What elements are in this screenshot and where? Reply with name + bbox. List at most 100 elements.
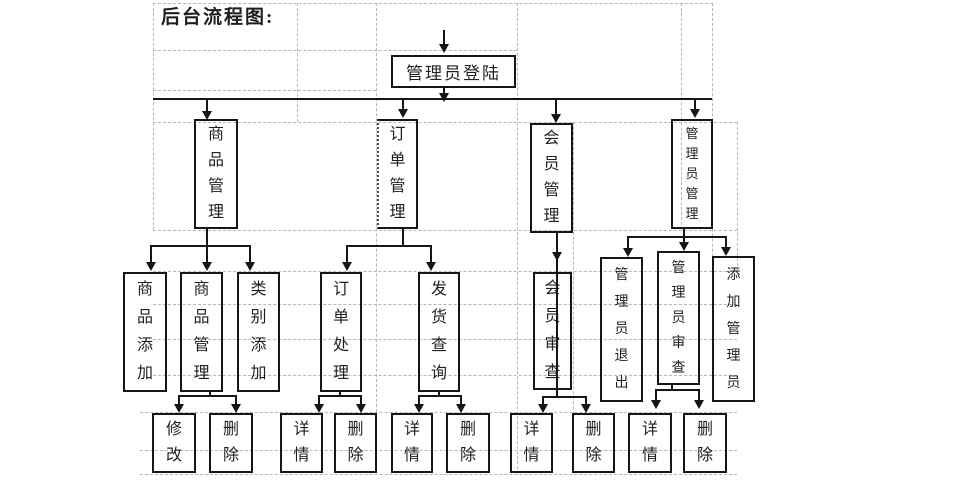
- arrow-down-icon: [552, 252, 562, 261]
- connector-line: [443, 88, 445, 94]
- node-product-manage: 商品管理: [180, 272, 223, 392]
- node-label: 商品管理: [193, 281, 210, 382]
- node-order-process: 订单处理: [320, 272, 362, 392]
- connector-line: [347, 245, 432, 247]
- arrow-down-icon: [202, 262, 212, 271]
- node-product-add: 商品添加: [123, 272, 167, 392]
- connector-line: [319, 395, 362, 397]
- node-delete-3: 删除: [446, 413, 490, 473]
- arrow-down-icon: [690, 109, 700, 118]
- connector-line: [206, 100, 208, 112]
- connector-line: [683, 229, 685, 239]
- node-modify-1: 修改: [152, 413, 196, 473]
- grid-line: [153, 304, 737, 305]
- node-delete-1: 删除: [209, 413, 253, 473]
- grid-line: [153, 3, 154, 230]
- connector-line: [153, 98, 712, 100]
- arrow-down-icon: [439, 44, 449, 53]
- arrow-down-icon: [202, 111, 212, 120]
- node-member-management: 会员管理: [530, 123, 573, 233]
- arrow-down-icon: [721, 247, 731, 256]
- grid-line: [297, 3, 298, 122]
- connector-line: [206, 229, 208, 247]
- node-label: 发货查询: [430, 281, 447, 382]
- connector-line: [209, 392, 211, 397]
- grid-line: [140, 474, 737, 475]
- connector-line: [542, 396, 544, 405]
- grid-line: [573, 122, 574, 474]
- grid-line: [153, 375, 737, 376]
- node-label: 删除: [696, 421, 713, 464]
- node-label: 详情: [641, 421, 658, 464]
- arrow-down-icon: [551, 114, 561, 123]
- arrow-down-icon: [398, 109, 408, 118]
- node-label: 删除: [222, 421, 239, 464]
- arrow-down-icon: [146, 262, 156, 271]
- node-category-add: 类别添加: [237, 272, 280, 392]
- arrow-down-icon: [245, 262, 255, 271]
- node-label: 详情: [293, 421, 310, 464]
- grid-line: [517, 3, 518, 474]
- node-label: 商品管理: [207, 126, 224, 221]
- connector-line: [683, 236, 685, 242]
- arrow-down-icon: [581, 404, 591, 413]
- connector-line: [438, 392, 440, 397]
- node-detail-3: 详情: [510, 413, 553, 473]
- grid-line: [681, 3, 682, 230]
- arrow-down-icon: [314, 404, 324, 413]
- node-label: 商品添加: [136, 281, 153, 382]
- grid-line: [140, 412, 737, 413]
- node-label: 删除: [585, 421, 602, 464]
- connector-line: [443, 30, 445, 44]
- node-label: 订单管理: [389, 126, 406, 221]
- grid-line: [153, 230, 737, 231]
- connector-line: [655, 389, 657, 401]
- connector-line: [698, 389, 700, 401]
- connector-line: [671, 385, 673, 391]
- node-admin-login: 管理员登陆: [391, 55, 516, 88]
- arrow-down-icon: [651, 400, 661, 409]
- connector-line: [339, 392, 341, 397]
- grid-line: [153, 122, 737, 123]
- node-admin-logout: 管理员退出: [600, 257, 643, 402]
- grid-line: [140, 450, 737, 451]
- connector-line: [419, 395, 462, 397]
- connector-line: [430, 245, 432, 262]
- node-delete-4: 删除: [572, 413, 615, 473]
- node-delete-2: 删除: [334, 413, 377, 473]
- grid-line: [153, 50, 517, 51]
- arrow-down-icon: [623, 248, 633, 257]
- connector-line: [249, 245, 251, 262]
- arrow-down-icon: [694, 400, 704, 409]
- node-member-review: 会员审查: [533, 272, 572, 390]
- connector-line: [151, 245, 251, 247]
- connector-line: [360, 395, 362, 405]
- node-delete-5: 删除: [683, 413, 727, 473]
- connector-line: [627, 236, 629, 248]
- node-admin-add: 添加管理员: [712, 256, 755, 402]
- connector-line: [543, 396, 587, 398]
- arrow-down-icon: [342, 262, 352, 271]
- connector-line: [150, 245, 152, 262]
- node-detail-4: 详情: [628, 413, 672, 473]
- node-label: 类别添加: [250, 281, 267, 382]
- node-label: 删除: [347, 421, 364, 464]
- node-label: 订单处理: [332, 281, 349, 382]
- connector-line: [402, 100, 404, 110]
- node-label: 管理员登陆: [406, 64, 501, 83]
- connector-line: [206, 245, 208, 262]
- node-admin-review: 管理员审查: [657, 251, 700, 385]
- connector-line: [725, 236, 727, 247]
- connector-line: [628, 236, 727, 238]
- node-label: 详情: [523, 421, 540, 464]
- connector-line: [656, 389, 700, 391]
- connector-line: [318, 395, 320, 405]
- connector-line: [418, 395, 420, 405]
- node-label: 会员管理: [543, 130, 560, 225]
- connector-line: [178, 395, 180, 405]
- arrow-down-icon: [456, 404, 466, 413]
- arrow-down-icon: [538, 404, 548, 413]
- connector-line: [585, 396, 587, 405]
- connector-line: [235, 395, 237, 405]
